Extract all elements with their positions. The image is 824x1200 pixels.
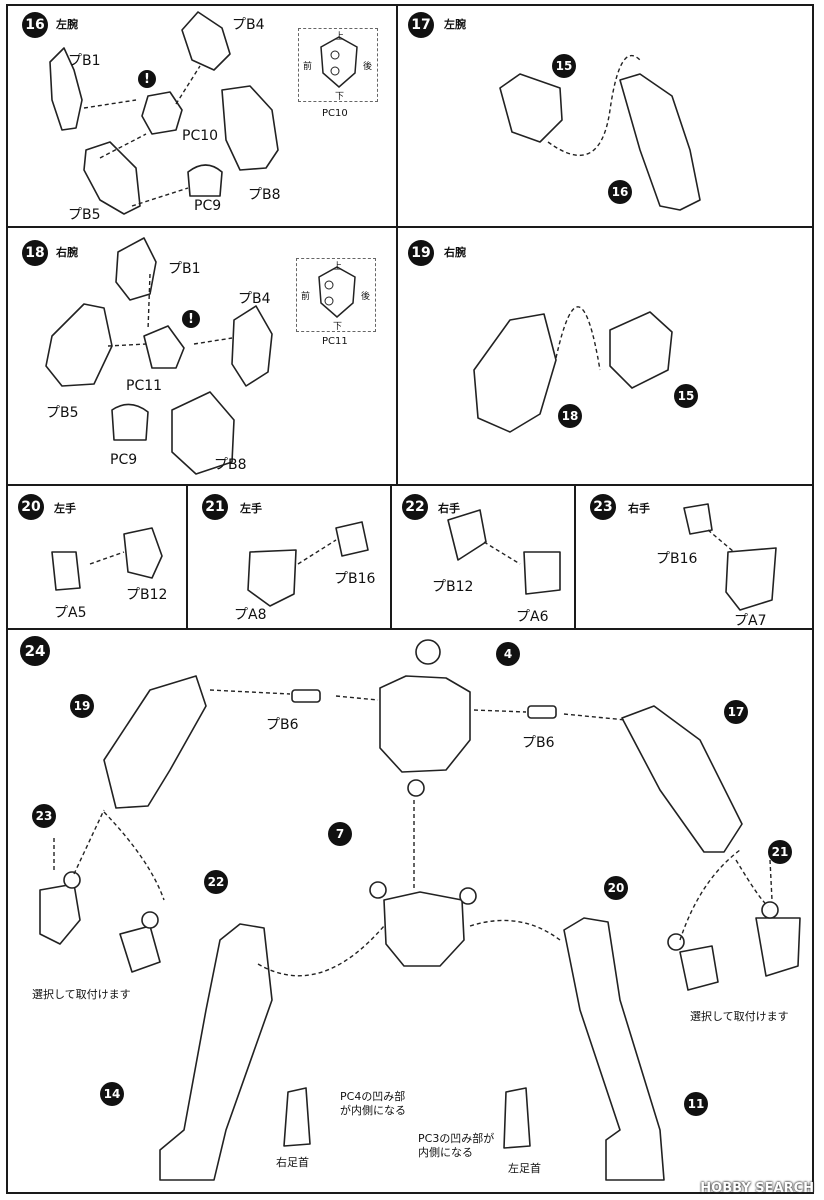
ref-badge: 20 [604, 876, 628, 900]
part-label: プB12 [432, 579, 474, 595]
select-note-left: 選択して取付けます [32, 988, 131, 1001]
divider-col-c [574, 486, 576, 628]
part-label: プB16 [334, 571, 376, 587]
part-label: プA7 [734, 613, 767, 629]
step-22-badge: 22 [402, 494, 428, 520]
ref-badge: 23 [32, 804, 56, 828]
part-label: PC11 [126, 378, 163, 394]
pc4-note-line2: が内側になる [340, 1104, 406, 1117]
part-label: プB5 [46, 405, 79, 421]
step-20-title: 左手 [54, 502, 76, 515]
divider-row1 [6, 226, 814, 228]
ref-badge: 15 [552, 54, 576, 78]
caution-icon: ! [138, 70, 156, 88]
watermark: HOBBY SEARCH [700, 1181, 814, 1196]
part-label: プA6 [516, 609, 549, 625]
step-21-badge: 21 [202, 494, 228, 520]
step-16-badge: 16 [22, 12, 48, 38]
divider-col-b [390, 486, 392, 628]
divider-row3 [6, 628, 814, 630]
pc-front-label: 前 [303, 62, 313, 72]
step-22-title: 右手 [438, 502, 460, 515]
ref-badge: 16 [608, 180, 632, 204]
part-label: プB1 [68, 53, 101, 69]
ref-badge: 4 [496, 642, 520, 666]
part-label: プA5 [54, 605, 87, 621]
part-label: プB6 [522, 735, 555, 751]
step-16-title: 左腕 [56, 18, 78, 31]
part-label: プB1 [168, 261, 201, 277]
pc-down-label: 下 [333, 322, 343, 332]
pc-shape-icon [318, 266, 356, 318]
ref-badge: 15 [674, 384, 698, 408]
pc11-diagram: 上 下 前 後 [296, 258, 376, 332]
part-label: PC9 [110, 452, 138, 468]
pc-shape-icon [320, 36, 358, 88]
step-23-title: 右手 [628, 502, 650, 515]
step-23-badge: 23 [590, 494, 616, 520]
pc-front-label: 前 [301, 292, 311, 302]
right-ankle-label: 右足首 [276, 1156, 309, 1169]
step-18-badge: 18 [22, 240, 48, 266]
ref-badge: 19 [70, 694, 94, 718]
part-label: プB4 [238, 291, 271, 307]
part-label: プB12 [126, 587, 168, 603]
divider-col-a [186, 486, 188, 628]
left-ankle-label: 左足首 [508, 1162, 541, 1175]
part-label: プB8 [214, 457, 247, 473]
part-label: プB6 [266, 717, 299, 733]
part-label: プB5 [68, 207, 101, 223]
ref-badge: 7 [328, 822, 352, 846]
step-20-badge: 20 [18, 494, 44, 520]
pc-up-label: 上 [335, 32, 345, 42]
step-19-badge: 19 [408, 240, 434, 266]
pc-caption: PC11 [322, 336, 348, 347]
ref-badge: 21 [768, 840, 792, 864]
divider-col-top [396, 4, 398, 484]
pc-caption: PC10 [322, 108, 348, 119]
divider-row2 [6, 484, 814, 486]
pc4-note-line1: PC4の凹み部 [340, 1090, 406, 1103]
part-label: プB16 [656, 551, 698, 567]
step-17-title: 左腕 [444, 18, 466, 31]
step-17-badge: 17 [408, 12, 434, 38]
caution-icon: ! [182, 310, 200, 328]
select-note-right: 選択して取付けます [690, 1010, 789, 1023]
part-label: プB4 [232, 17, 265, 33]
step-21-title: 左手 [240, 502, 262, 515]
step-18-title: 右腕 [56, 246, 78, 259]
step-19-title: 右腕 [444, 246, 466, 259]
ref-badge: 11 [684, 1092, 708, 1116]
ref-badge: 22 [204, 870, 228, 894]
pc10-diagram: 上 下 前 後 [298, 28, 378, 102]
part-label: PC10 [182, 128, 219, 144]
pc3-note-line2: 内側になる [418, 1146, 473, 1159]
step-24-badge: 24 [20, 636, 50, 666]
pc-back-label: 後 [363, 62, 373, 72]
pc-up-label: 上 [333, 262, 343, 272]
pc3-note-line1: PC3の凹み部が [418, 1132, 495, 1145]
part-label: プB8 [248, 187, 281, 203]
part-label: プA8 [234, 607, 267, 623]
pc-back-label: 後 [361, 292, 371, 302]
part-label: PC9 [194, 198, 222, 214]
ref-badge: 14 [100, 1082, 124, 1106]
pc-down-label: 下 [335, 92, 345, 102]
page-frame [6, 4, 814, 1194]
ref-badge: 17 [724, 700, 748, 724]
ref-badge: 18 [558, 404, 582, 428]
